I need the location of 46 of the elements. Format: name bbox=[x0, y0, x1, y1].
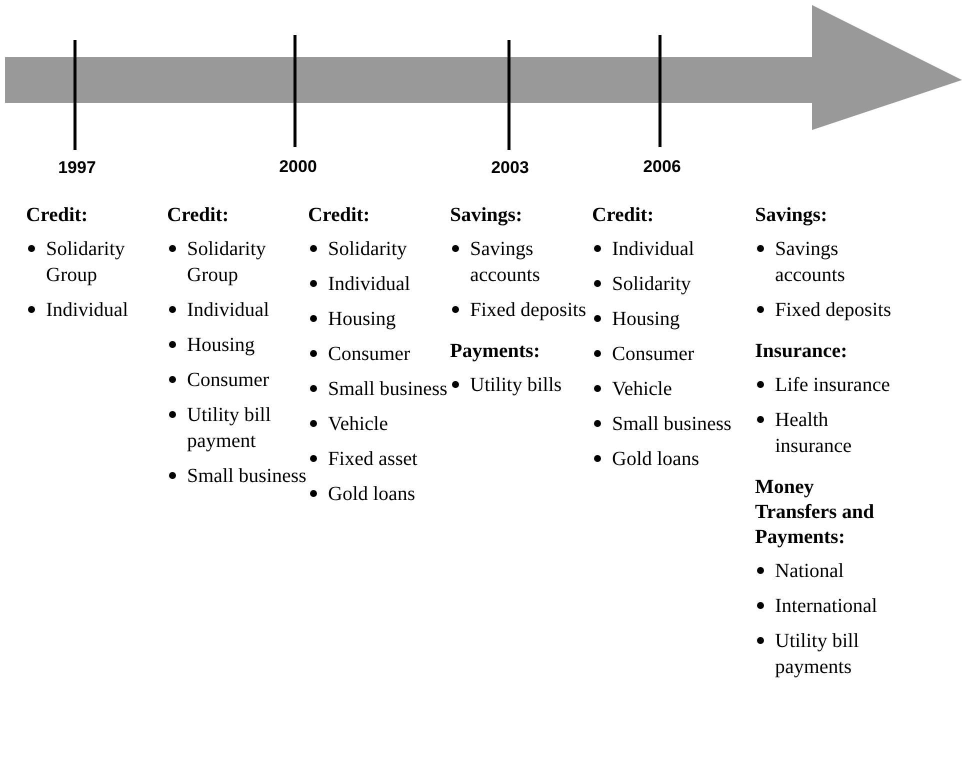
product-item: Solidarity Group bbox=[46, 238, 125, 286]
product-item: Small business bbox=[328, 378, 448, 400]
category-heading: Credit: bbox=[26, 203, 89, 228]
year-label: 2003 bbox=[491, 158, 529, 178]
product-item: Individual bbox=[187, 299, 270, 321]
product-item: Utility bills bbox=[470, 374, 562, 396]
product-item: Solidarity bbox=[612, 273, 691, 295]
product-item: Small business bbox=[187, 465, 306, 487]
product-item: Solidarity bbox=[328, 238, 407, 260]
product-item: Individual bbox=[612, 238, 694, 260]
product-item: Life insurance bbox=[775, 374, 890, 396]
product-item: Vehicle bbox=[328, 413, 388, 435]
year-label: 2000 bbox=[279, 157, 317, 177]
product-item: Vehicle bbox=[612, 378, 672, 400]
product-item: Housing bbox=[328, 308, 396, 330]
product-item: Consumer bbox=[328, 343, 410, 365]
product-item: Savings accounts bbox=[470, 238, 540, 286]
product-item: Small business bbox=[612, 413, 732, 435]
product-item: Fixed asset bbox=[328, 448, 418, 470]
category-heading: Insurance: bbox=[755, 339, 848, 364]
product-item: Solidarity Group bbox=[187, 238, 266, 286]
product-item: Utility bill payment bbox=[187, 404, 271, 452]
year-label: 1997 bbox=[58, 158, 96, 178]
category-heading: Savings: bbox=[450, 203, 524, 228]
product-item: Gold loans bbox=[328, 483, 416, 505]
category-heading: Credit: bbox=[167, 203, 230, 228]
product-item: Fixed deposits bbox=[470, 299, 586, 321]
product-item: National bbox=[775, 560, 844, 582]
product-item: Fixed deposits bbox=[775, 299, 892, 321]
product-item: Health insurance bbox=[775, 409, 852, 457]
product-item: Consumer bbox=[612, 343, 694, 365]
category-heading: Savings: bbox=[755, 203, 828, 228]
category-heading: Credit: bbox=[308, 203, 371, 228]
product-item: International bbox=[775, 595, 878, 617]
product-item: Individual bbox=[328, 273, 410, 295]
category-heading: Credit: bbox=[592, 203, 655, 228]
product-item: Consumer bbox=[187, 369, 270, 391]
product-item: Individual bbox=[46, 299, 128, 321]
category-heading: Payments: bbox=[450, 339, 541, 364]
product-item: Gold loans bbox=[612, 448, 700, 470]
product-item: Utility bill payments bbox=[775, 630, 859, 678]
category-heading: Money Transfers and Payments: bbox=[755, 475, 876, 550]
product-item: Housing bbox=[187, 334, 255, 356]
year-label: 2006 bbox=[643, 157, 681, 177]
product-item: Savings accounts bbox=[775, 238, 845, 286]
product-item: Housing bbox=[612, 308, 680, 330]
